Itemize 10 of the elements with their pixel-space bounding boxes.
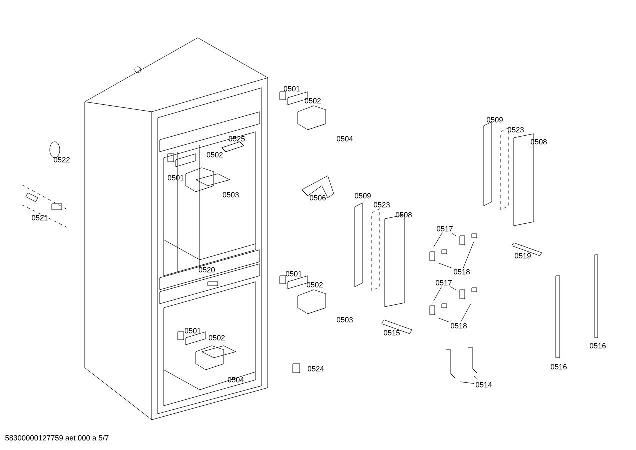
leader-line bbox=[438, 318, 450, 323]
leader-line bbox=[434, 286, 442, 302]
leader-line bbox=[438, 262, 453, 269]
leader-line bbox=[450, 286, 456, 290]
leader-line bbox=[474, 376, 480, 382]
leader-line bbox=[434, 232, 443, 248]
leader-line bbox=[460, 382, 475, 384]
leader-line bbox=[460, 304, 472, 322]
leader-line bbox=[463, 242, 474, 268]
leader-line bbox=[450, 232, 456, 236]
